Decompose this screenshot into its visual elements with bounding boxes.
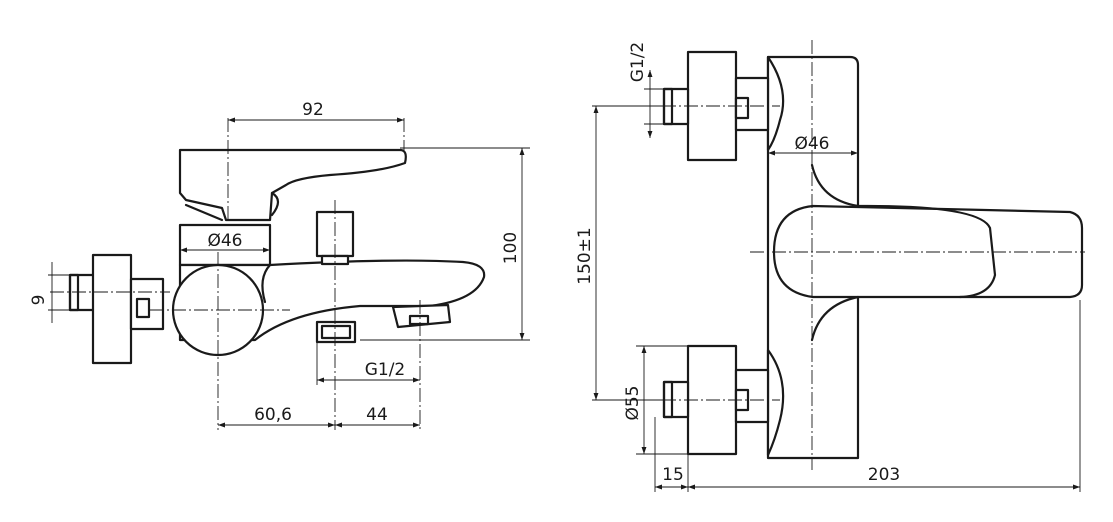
dim-label-top-diameter: Ø46 bbox=[794, 134, 829, 154]
top-lever-cutout bbox=[810, 163, 860, 342]
dim-label-44: 44 bbox=[366, 405, 388, 425]
top-connector-cap bbox=[766, 55, 785, 152]
dim-label-92: 92 bbox=[302, 100, 324, 120]
wall-flange bbox=[91, 253, 133, 365]
dim-label-15: 15 bbox=[662, 465, 684, 485]
lever-hinge bbox=[184, 191, 280, 222]
lever-handle bbox=[178, 148, 407, 222]
bottom-connector-cap bbox=[766, 348, 785, 457]
bottom-pipe bbox=[662, 380, 690, 419]
top-connector-nut bbox=[734, 96, 750, 120]
dim-label-body-diameter: Ø46 bbox=[207, 231, 242, 251]
top-pipe bbox=[662, 87, 690, 126]
dim-label-g12-top: G1/2 bbox=[628, 42, 648, 83]
spout-inner-curve bbox=[261, 263, 272, 304]
dim-label-60-6: 60,6 bbox=[254, 405, 292, 425]
bottom-outlet-nut bbox=[320, 324, 352, 340]
dim-label-diameter-55: Ø55 bbox=[623, 385, 643, 420]
connector-nut bbox=[135, 297, 151, 319]
side-view: 92 Ø46 100 9 G1/2 60,6 44 bbox=[29, 100, 530, 430]
dim-label-150: 150±1 bbox=[575, 227, 595, 285]
dim-label-203: 203 bbox=[868, 465, 900, 485]
top-lever-inner bbox=[856, 204, 997, 299]
dim-label-100: 100 bbox=[501, 232, 521, 264]
dim-label-9: 9 bbox=[29, 295, 49, 306]
aerator-insert bbox=[408, 314, 430, 326]
eccentric-pipe bbox=[68, 273, 97, 312]
top-lever bbox=[772, 204, 1084, 299]
dim-label-g12-bottom: G1/2 bbox=[365, 360, 406, 380]
top-view: G1/2 Ø46 150±1 Ø55 15 203 bbox=[575, 40, 1085, 492]
eccentric-pipe-end bbox=[68, 273, 80, 312]
